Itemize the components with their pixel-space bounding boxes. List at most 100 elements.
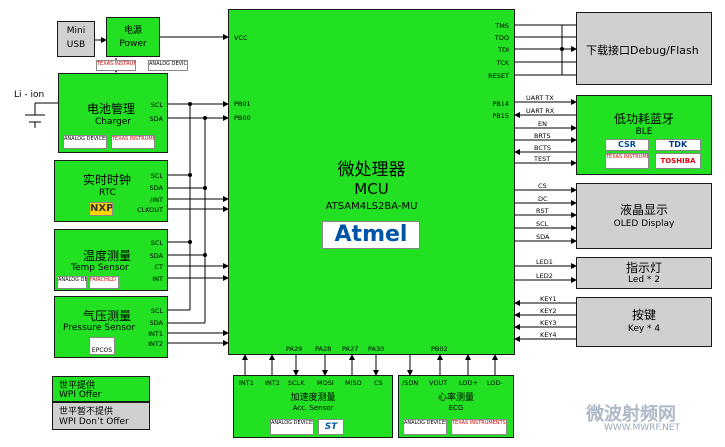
oled-block: 液晶显示 OLED Display [576,183,712,249]
legend-offer-cn: 世平提供 [59,381,96,391]
pin-pb01: PB01 [234,100,251,108]
temp-label-en: Temp Sensor [71,263,129,273]
pin-tdo: TDO [494,34,509,42]
temp-logo-adi: ANALOG DEVICES [57,276,87,289]
rtc-block: 实时时钟 RTC SCL SDA /INT CLKOUT NXP [54,160,168,222]
key-pin-3: KEY3 [540,319,557,327]
mcu-part-number: ATSAM4LS2BA-MU [325,201,418,212]
power-label-en: Power [119,39,147,49]
ecg-logo-adi: ANALOG DEVICES [403,419,447,435]
acc-pin-mosi: MOSI [317,379,334,387]
pressure-logo-epcos: EPCOS [89,337,115,355]
acc-pin-sclk: SCLK [288,379,305,387]
acc-logo-adi: ANALOG DEVICES [270,419,314,435]
led-label-cn: 指示灯 [625,261,662,275]
mcu-block: VCC PB01 PB00 TMS TDO TDI TCK RESET PB14… [228,9,515,355]
temp-pin-sda: SDA [149,252,163,260]
pressure-pin-int2: INT2 [148,340,163,348]
pressure-pin-int1: INT1 [148,330,163,338]
pressure-label-cn: 气压测量 [83,309,132,323]
mini-usb-label-1: Mini [66,26,86,36]
rtc-label-en: RTC [99,188,116,198]
acc-logo-st: ST [318,419,344,435]
key-pin-1: KEY1 [540,295,557,303]
led-block: 指示灯 Led * 2 [576,257,712,289]
ble-pin-uart-tx: UART TX [526,94,554,102]
pin-pa29: PA29 [286,345,303,353]
watermark-url: WWW.MWRF.NET [604,423,680,433]
power-block: 电源 Power [106,17,160,57]
ble-pin-uart-rx: UART RX [526,107,555,115]
acc-pin-int2: INT2 [265,379,280,387]
ecg-pin-lod-minus: LOD- [487,379,503,387]
legend-nooffer-en: WPI Don’t Offer [59,417,129,427]
mini-usb-block: Mini USB [57,21,95,57]
rtc-pin-sda: SDA [149,184,163,192]
ble-label-cn: 低功耗蓝牙 [613,112,674,126]
pin-pa28: PA28 [315,345,332,353]
ble-pin-brts: BRTS [534,132,551,140]
watermark-cn: 微波射频网 [586,404,676,425]
pin-pb14: PB14 [492,100,509,108]
temp-pin-int: INT [152,275,163,283]
acc-label-en: Acc. Sensor [292,404,334,412]
charger-pin-scl: SCL [150,101,163,109]
pin-pa27: PA27 [342,345,359,353]
debug-label: 下载接口Debug/Flash [586,44,699,57]
temp-pin-ct: CT [154,263,163,271]
charger-block: 电池管理 Charger SCL SDA ANALOG DEVICES TEXA… [58,73,168,153]
rtc-pin-clkout: CLKOUT [137,206,163,214]
charger-label-en: Charger [95,117,131,127]
pin-pb15: PB15 [492,112,509,120]
ble-logo-tdk: TDK [655,139,701,151]
oled-pin-cs: CS [538,182,547,190]
led-label-en: Led * 2 [627,275,661,285]
temp-pin-scl: SCL [150,239,163,247]
oled-pin-rst: RST [536,207,549,215]
acc-sensor-block: INT1 INT2 SCLK MOSI MISO CS 加速度测量 Acc. S… [233,375,393,438]
pressure-pin-sda: SDA [149,319,163,327]
ecg-label-en: ECG [448,404,464,412]
led-pin-1: LED1 [536,258,553,266]
rtc-label-cn: 实时时钟 [83,173,132,187]
ble-block: 低功耗蓝牙 BLE CSR TDK TEXAS INSTRUMENTS TOSH… [576,95,712,175]
ecg-label-cn: 心率测量 [437,393,474,403]
ble-logo-ti: TEXAS INSTRUMENTS [605,153,649,169]
pin-vcc: VCC [234,34,248,42]
mcu-title-en: MCU [354,180,389,198]
legend-offer-en: WPI Offer [59,390,102,400]
ecg-pin-vout: VOUT [429,379,448,387]
oled-pin-scl: SCL [536,220,549,228]
charger-logo-ti: TEXAS INSTRUMENTS [111,135,155,149]
charger-pin-sda: SDA [149,115,163,123]
ecg-pin-sdn: /SDN [402,379,419,387]
power-label-cn: 电源 [123,26,142,36]
pin-pb00: PB00 [234,114,251,122]
ble-logo-csr: CSR [605,139,649,151]
pressure-label-en: Pressure Sensor [63,323,136,333]
acc-label-cn: 加速度测量 [290,393,336,403]
key-label-cn: 按键 [631,308,656,322]
pin-pa30: PA30 [368,345,385,353]
key-label-en: Key * 4 [627,324,661,334]
rtc-logo-nxp: NXP [89,202,113,216]
debug-block: 下载接口Debug/Flash [576,12,712,85]
temp-label-cn: 温度测量 [83,249,132,263]
oled-pin-sda: SDA [536,233,550,241]
rtc-pin-int: /INT [150,196,163,204]
key-block: 按键 Key * 4 [576,297,712,347]
ble-pin-test: TEST [534,155,551,163]
temp-sensor-block: 温度测量 Temp Sensor SCL SDA CT INT ANALOG D… [54,229,168,291]
mini-usb-label-2: USB [66,40,86,50]
power-logo-adi: ANALOG DEVICES [148,60,188,71]
pin-tdi: TDI [498,46,509,54]
ble-pin-bcts: BCTS [534,144,551,152]
ble-logo-toshiba: TOSHIBA [655,153,701,169]
ecg-block: /SDN VOUT LOD+ LOD- 心率测量 ECG ANALOG DEVI… [398,375,514,438]
led-pin-2: LED2 [536,272,553,280]
pin-tms: TMS [495,22,509,30]
pin-pb02: PB02 [431,345,448,353]
acc-pin-miso: MISO [345,379,362,387]
pin-reset: RESET [488,72,509,80]
